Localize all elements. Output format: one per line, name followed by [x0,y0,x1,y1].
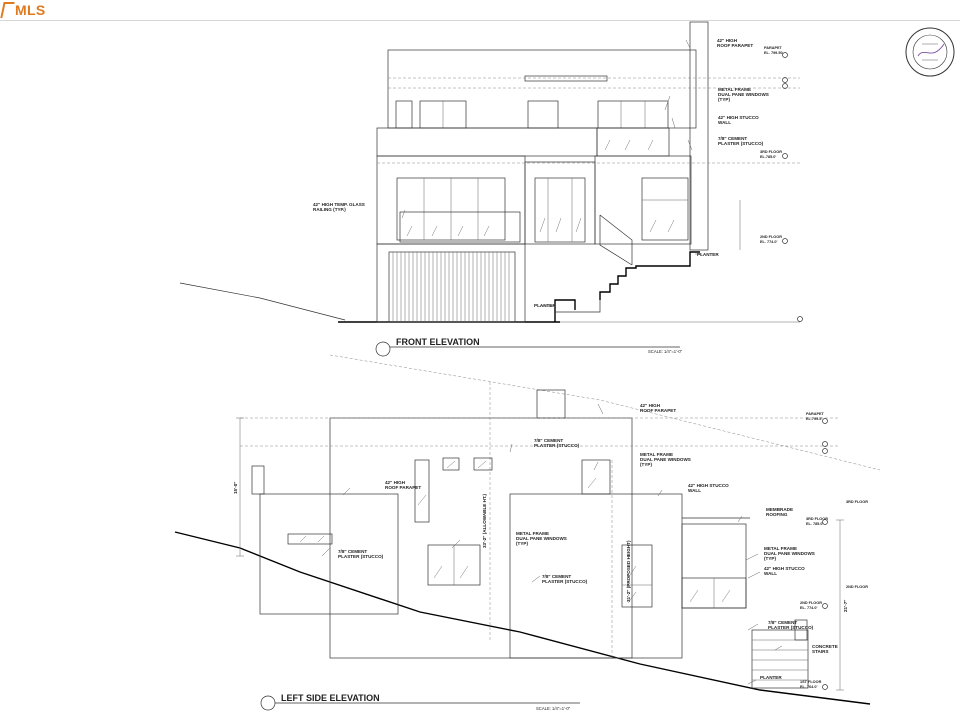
mls-logo-text: MLS [15,2,46,18]
left-level-third-floor-el: EL. 785.0' [806,522,823,526]
front-balcony-band [376,127,598,157]
front-note-planter-1: PLANTER [534,303,556,308]
architect-seal-stamp [905,27,955,77]
left-proposed-height-label: 31'-2" (PROPOSED HEIGHT) [626,540,631,602]
left-elevation-scale: SCALE: 1/4"=1'-0" [536,706,571,711]
front-level-second-floor: 2ND FLOOR [760,235,782,239]
left-dim-line-left [236,417,244,557]
left-middle-mass [509,493,683,659]
front-upper-mass [387,49,697,129]
left-level-second-floor-el: EL. 774.0' [800,606,817,610]
left-window-small-2 [473,457,493,471]
left-level-second-floor: 2ND FLOOR [800,601,822,605]
front-garage-door-slats [392,252,510,322]
front-parapet-level-lines [388,77,800,89]
front-elevation-title: FRONT ELEVATION [396,337,480,347]
left-flue [251,465,265,495]
left-window-mid [621,544,653,608]
left-parapet-level-lines [240,417,840,447]
left-height-envelope-line [329,354,881,471]
left-title-bubble [260,695,276,711]
left-elevation-title: LEFT SIDE ELEVATION [281,693,380,703]
front-glass-railing-upper [596,127,670,157]
front-window-right [641,177,689,241]
front-glass-railing [399,211,521,243]
left-level-first-floor: 1ST FLOOR [800,680,822,684]
left-level-parapet-el: EL.799.5' [806,417,822,421]
front-entry-bay [524,161,596,245]
front-level-third-floor-el: EL.785.0' [760,155,776,159]
front-level-third-floor: 3RD FLOOR [760,150,782,154]
left-level-second-floor-right: 2ND FLOOR [846,585,868,589]
front-level-markers [782,52,803,322]
left-lower-mass [259,493,399,615]
front-window-upper-right [597,100,669,129]
front-second-floor-right [594,155,692,245]
front-grade-slope-line [179,282,346,321]
front-level-parapet: PARAPET [764,46,783,50]
front-window-upper-center [527,100,559,129]
front-planter-wall [555,300,601,313]
left-concrete-stairs [751,629,809,689]
left-level-parapet: PARAPET [806,412,825,416]
mls-logo[interactable]: MLS [0,1,46,19]
front-garage-door [388,251,516,323]
front-chimney-wall [689,21,709,251]
signature-mark [917,43,945,57]
left-window-small-1 [442,457,460,471]
mls-header-bar: MLS [0,0,960,21]
left-window-strip [287,533,333,545]
left-level-third-floor: 3RD FLOOR [806,517,828,521]
left-dim-label-right: 21'-7" [843,600,848,612]
front-window-small [395,100,413,129]
left-window-upper-right [581,459,611,495]
front-level-second-floor-el: EL. 774.0' [760,240,777,244]
left-allowable-height-label: 33'-2" (ALLOWABLE HT.) [482,493,487,548]
left-level-markers [822,418,828,690]
house-logo-icon [0,2,15,18]
front-entry-door [534,177,586,243]
left-window-tall [414,459,430,523]
front-roof-cap [524,75,608,82]
left-leader-lines [321,403,783,685]
front-level-parapet-el: EL. 799.50 [764,51,783,55]
left-dim-line-right [836,519,844,691]
left-roof-chimney [536,389,566,419]
front-garage-level [376,243,526,323]
left-main-mass [329,417,633,659]
front-stair-railing [599,214,633,266]
left-grade-line [174,531,871,705]
front-note-planter-2: PLANTER [697,252,719,257]
front-elevation-scale: SCALE: 1/4"=1'-0" [648,349,683,354]
left-note-planter: PLANTER [760,675,782,680]
left-level-third-floor-right: 3RD FLOOR [846,500,868,504]
front-leader-lines [401,39,702,307]
front-exterior-stairs [554,251,700,322]
left-dim-label-left: 15'-0" [233,482,238,494]
front-title-bubble [375,341,391,357]
left-level-first-floor-el: EL. 764.0' [800,685,817,689]
